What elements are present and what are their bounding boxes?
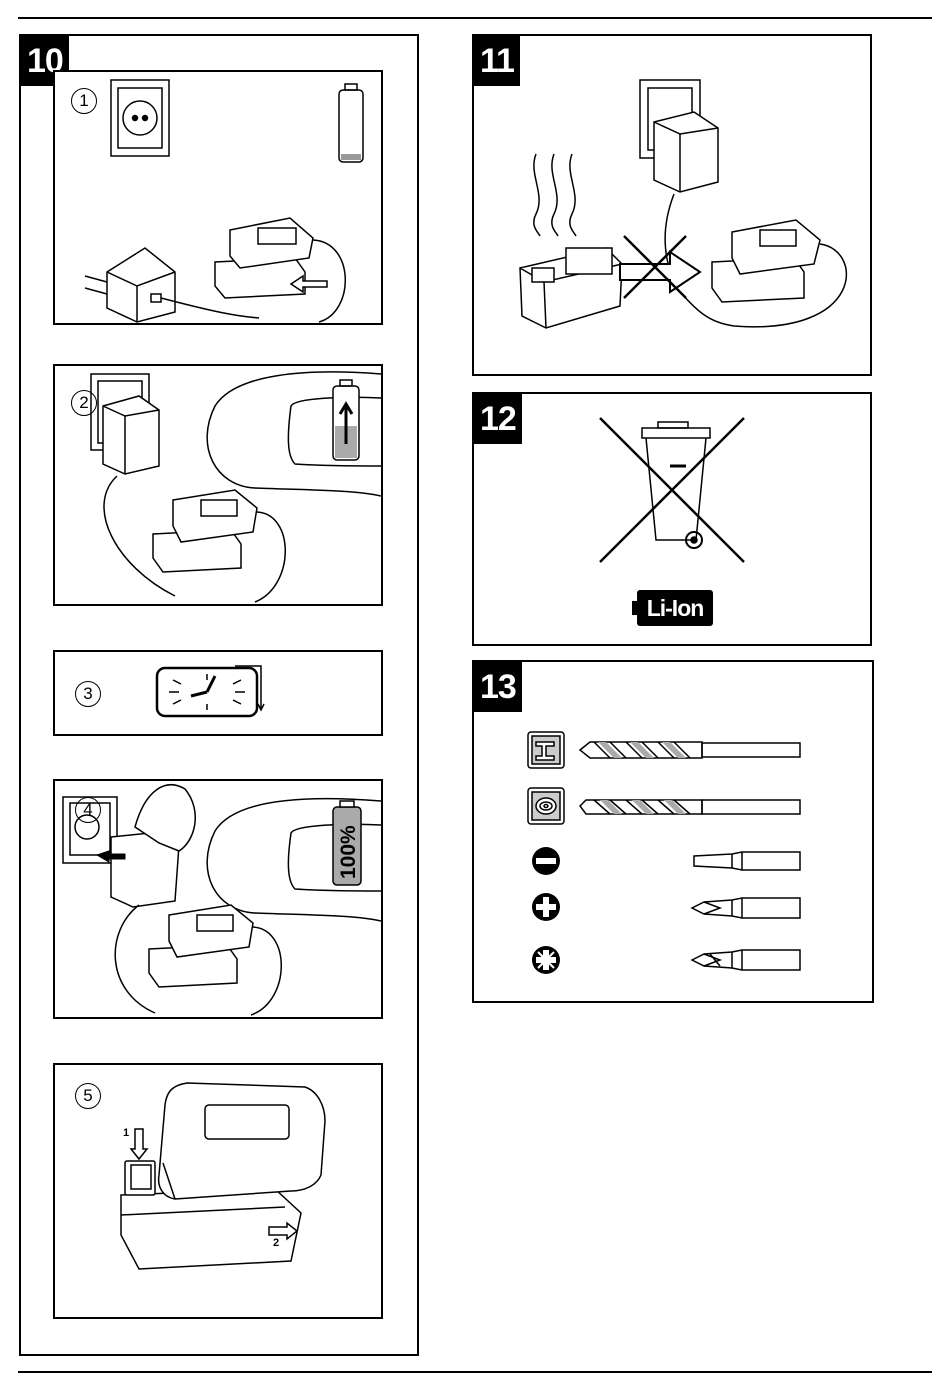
step-4-panel: 4 100% [53, 779, 383, 1019]
step-1-panel: 1 [53, 70, 383, 325]
phillips-bit [692, 898, 800, 918]
step-2-panel: 2 [53, 364, 383, 606]
bottom-rule [18, 1371, 932, 1373]
wood-material-icon [528, 788, 564, 824]
crossed-out-wheelie-bin-icon [600, 418, 744, 562]
hot-battery-pack [520, 248, 622, 328]
slotted-screwdriver-icon [532, 847, 560, 875]
battery-icon [339, 84, 363, 162]
figure-12: 12 Li-Ion [472, 392, 872, 646]
charging-station [674, 220, 846, 327]
step-3-panel: 3 [53, 650, 383, 736]
press-arrow-icon [131, 1129, 147, 1159]
clock-icon [157, 666, 264, 716]
charging-station [215, 218, 345, 322]
wall-socket-icon [111, 80, 169, 156]
metal-drill-bit [580, 742, 800, 758]
charging-station [149, 905, 281, 1015]
battery-icon [333, 380, 359, 460]
charging-station [153, 490, 285, 602]
figure-10: 10 1 [19, 34, 419, 1356]
step-5-panel: 5 1 2 [53, 1063, 383, 1319]
li-ion-badge: Li-Ion [637, 590, 713, 626]
figure-11: 11 [472, 34, 872, 376]
pozidriv-bit [692, 950, 800, 970]
battery-pack [159, 1083, 325, 1199]
phillips-screwdriver-icon [532, 893, 560, 921]
wood-drill-bit [580, 800, 800, 814]
step-5-arrow-1-label: 1 [123, 1127, 129, 1139]
step-5-arrow-2-label: 2 [273, 1237, 279, 1249]
heat-waves-icon [534, 154, 576, 236]
figure-13: 13 [472, 660, 874, 1003]
slotted-bit [694, 852, 800, 870]
battery-percent-text: 100% [337, 825, 360, 879]
battery-latch [125, 1161, 155, 1195]
metal-material-icon [528, 732, 564, 768]
top-rule [18, 17, 932, 19]
pozidriv-screwdriver-icon [532, 946, 560, 974]
